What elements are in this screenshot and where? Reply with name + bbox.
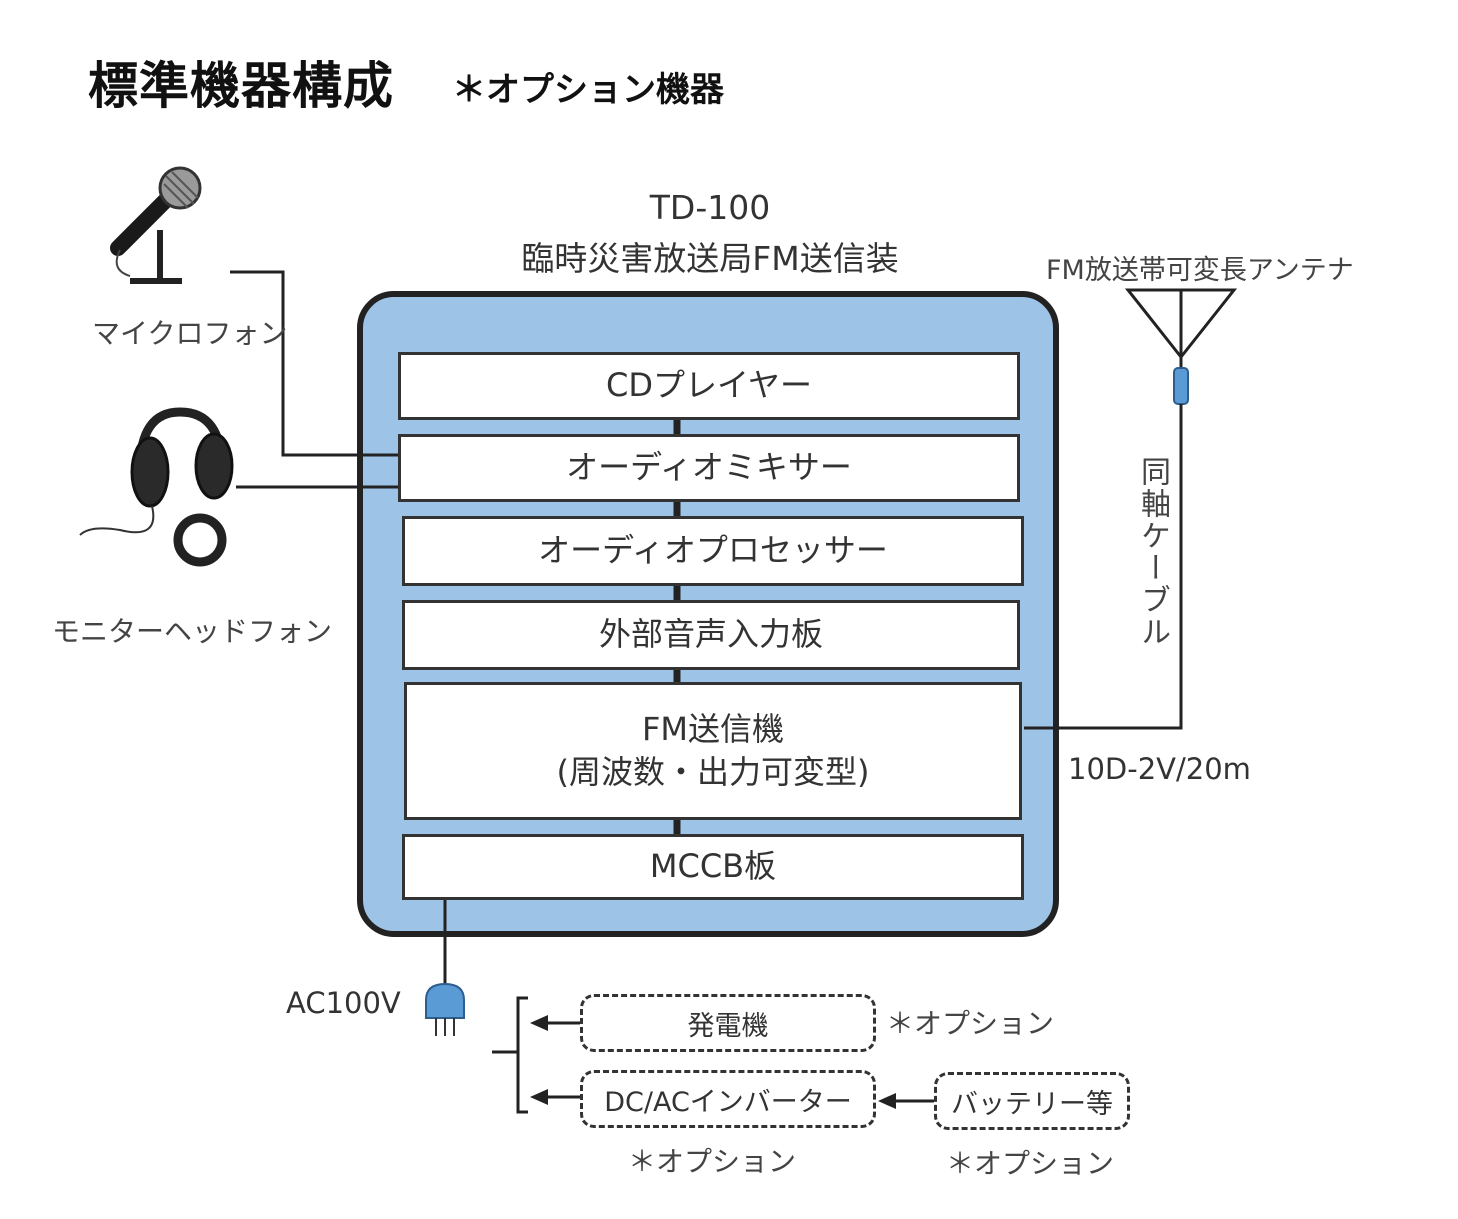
power-label: AC100V [286, 986, 401, 1020]
unit-external-audio-input-label: 外部音声入力板 [598, 615, 823, 654]
option-battery: バッテリー等 [934, 1072, 1130, 1130]
unit-fm-transmitter: FM送信機 (周波数・出力可変型) [404, 682, 1022, 820]
device-model: TD-100 [649, 188, 771, 227]
unit-audio-processor-label: オーディオプロセッサー [538, 531, 888, 570]
generator-arrow [530, 1015, 580, 1031]
headphone-label: モニターヘッドフォン [52, 615, 333, 648]
microphone-cable [230, 270, 400, 457]
unit-mccb-board: MCCB板 [402, 834, 1024, 900]
option-inverter: DC/ACインバーター [580, 1070, 876, 1128]
unit-cd-player-label: CDプレイヤー [605, 366, 813, 405]
antenna-connector-icon [1173, 367, 1189, 405]
unit-audio-mixer-label: オーディオミキサー [566, 448, 852, 487]
coax-label: 同軸ケーブル [1135, 456, 1170, 648]
antenna-label: FM放送帯可変長アンテナ [1046, 255, 1354, 286]
option-battery-label: バッテリー等 [951, 1088, 1113, 1120]
battery-arrow [878, 1093, 934, 1109]
generator-option-note: ＊オプション [886, 1007, 1055, 1040]
unit-audio-processor: オーディオプロセッサー [402, 516, 1024, 586]
page-subtitle: ＊オプション機器 [452, 70, 724, 110]
coax-spec-label: 10D-2V/20m [1068, 752, 1251, 786]
antenna-icon [1124, 288, 1238, 370]
unit-mccb-board-label: MCCB板 [649, 847, 777, 886]
option-generator: 発電機 [580, 994, 876, 1052]
unit-fm-transmitter-label: FM送信機 [641, 709, 785, 748]
option-generator-label: 発電機 [687, 1010, 769, 1042]
power-source-bracket [516, 996, 528, 1114]
unit-audio-mixer: オーディオミキサー [398, 434, 1020, 502]
unit-cd-player: CDプレイヤー [398, 352, 1020, 420]
inverter-arrow [530, 1089, 580, 1105]
page-title: 標準機器構成 [88, 57, 394, 115]
microphone-icon [110, 166, 202, 284]
unit-external-audio-input: 外部音声入力板 [402, 600, 1020, 670]
unit-fm-transmitter-sublabel: (周波数・出力可変型) [556, 753, 870, 791]
microphone-label: マイクロフォン [92, 317, 288, 350]
battery-option-note: ＊オプション [946, 1147, 1115, 1180]
power-plug-icon [425, 982, 465, 1036]
inverter-option-note: ＊オプション [628, 1145, 797, 1178]
option-inverter-label: DC/ACインバーター [604, 1086, 852, 1118]
coax-cable [1024, 404, 1183, 730]
headphones-icon [79, 407, 234, 567]
